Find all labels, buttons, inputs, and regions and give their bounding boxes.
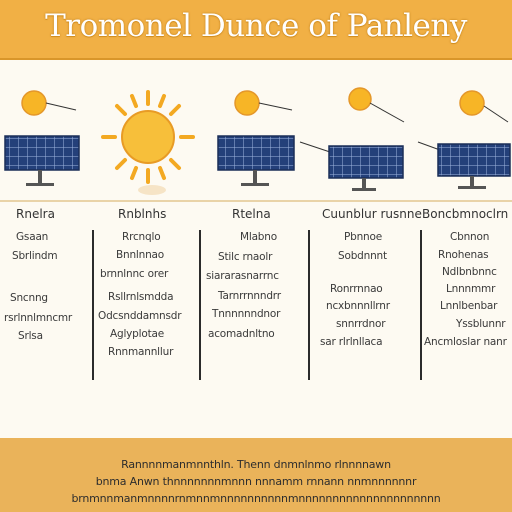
sun-icon [234,90,260,116]
section-rule [0,200,512,202]
stage-5-illustration [417,90,511,189]
column-5-line: Ndlbnbnnc [442,266,497,278]
large-sun-icon [101,90,195,184]
column-4-heading: Cuunblur rusnne [322,207,422,221]
column-2-line: brnnlnnc orer [100,268,169,280]
column-3-line: Tnnnnnndnor [212,308,281,320]
footer-line: brnmnnmanmnnnnrnmnnmnnnnnnnnnnmnnnnnnnnn… [71,492,441,505]
footer-banner: Rannnnmanmnnthln. Thenn dnmnlnmo rlnnnna… [0,438,512,512]
column-4-line: snnrrdnor [336,318,386,330]
column-5-heading: Boncbmnoclrn [422,207,509,221]
column-1-line: Gsaan [16,231,49,243]
column-2-line: Odcsnddamnsdr [98,310,182,322]
column-divider [420,230,422,380]
column-1-heading: Rnelra [16,207,55,221]
solar-panel-icon [328,145,404,191]
column-5-line: Lnnlbenbar [440,300,498,312]
column-divider [308,230,310,380]
column-5-line: Ancmloslar nanr [424,336,507,348]
stage-2-illustration [101,90,195,195]
column-4-line: Sobdnnnt [338,250,387,262]
footer-line: bnma Anwn thnnnnnnnmnnn nnnamm rnnann nn… [95,475,417,488]
column-2-line: Aglyplotae [110,328,164,340]
column-2-line: Rsllrnlsmdda [108,291,174,303]
page-title: Tromonel Dunce of Panleny [45,8,467,44]
column-4-line: Pbnnoe [344,231,382,243]
footer-line: Rannnnmanmnnthln. Thenn dnmnlnmo rlnnnna… [121,458,391,471]
column-1-line: rsrlnnlmncmr [4,312,73,324]
column-1-line: Sbrlindm [12,250,58,262]
solar-panel-icon [4,135,80,186]
column-5-line: Lnnnmmr [446,283,496,295]
column-3-line: acomadnltno [208,328,275,340]
solar-panel-icon [437,143,511,189]
column-2-line: Rrcnqlo [122,231,161,243]
solar-illustrations [4,87,511,195]
column-5-line: Cbnnon [450,231,490,243]
column-3-line: Tarnrrnnndrr [218,290,281,302]
sun-icon [348,87,372,111]
column-2-heading: Rnblnhs [118,207,167,221]
column-5-line: Rnohenas [438,249,489,261]
column-3-line: Mlabno [240,231,277,243]
column-2-line: Rnnmannllur [108,346,174,358]
column-1-line: Srlsa [18,330,43,342]
column-1-line: Sncnng [10,292,48,304]
solar-panel-icon [217,135,295,186]
column-3-line: Stilc rnaolr [218,251,273,263]
column-4-line: sar rlrlnllaca [320,336,383,348]
column-3-line: siararasnarrnc [206,270,279,282]
stage-1-illustration [4,90,80,186]
sun-icon [21,90,47,116]
sun-icon [459,90,485,116]
column-4-line: ncxbnnnllrnr [326,300,390,312]
column-3-heading: Rtelna [232,207,271,221]
title-banner: Tromonel Dunce of Panleny [0,0,512,60]
column-5-line: Yssblunnr [456,318,506,330]
column-divider [92,230,94,380]
column-divider [199,230,201,380]
stage-3-illustration [217,90,295,186]
column-2-line: Bnnlnnao [116,249,164,261]
stage-4-illustration [299,87,405,191]
column-4-line: Ronrrnnao [330,283,383,295]
